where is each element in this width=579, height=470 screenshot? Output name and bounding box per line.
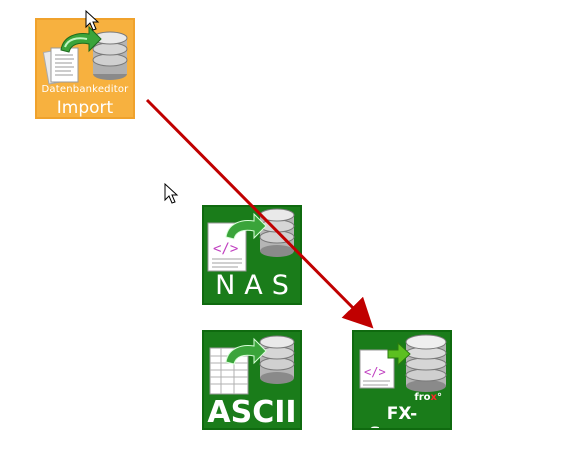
ascii-label: ASCII [207,395,297,430]
arrow-icon [60,25,102,53]
fx-survey-art: </> [359,334,447,392]
mouse-cursor-icon [164,182,179,204]
ascii-art [209,335,295,395]
database-stack-icon [405,334,447,392]
document-stack-icon [42,47,79,85]
fx-survey-label: FX-Survey [369,404,435,428]
fx-survey-tile[interactable]: </> frox° FX-Survey [352,330,452,430]
database-icon [259,208,295,257]
database-icon [259,335,295,384]
brand-suffix: ° [437,392,442,403]
brand-prefix: fro [414,392,431,403]
brand-logo: frox° [414,392,442,403]
svg-text:</>: </> [364,365,386,379]
brand-mark: x [430,392,437,403]
nas-tile[interactable]: </> NAS [202,205,302,305]
import-tile[interactable]: Datenbankeditor Import [35,18,135,119]
import-label-line1: Datenbankeditor [41,84,129,95]
nas-label: NAS [215,270,298,301]
import-art [42,25,128,85]
svg-text:</>: </> [213,241,238,257]
ascii-tile[interactable]: ASCII [202,330,302,430]
database-icon [92,31,128,80]
arrow-icon [225,337,267,365]
arrow-icon [387,341,411,367]
import-label-line2: Import [56,98,114,118]
